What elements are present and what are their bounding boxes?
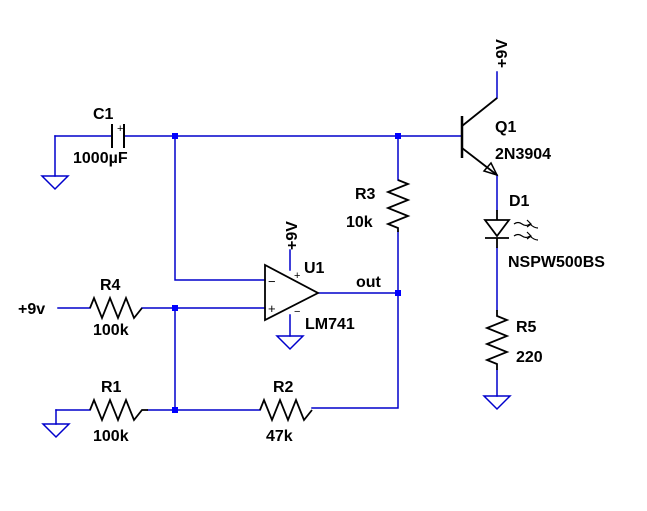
u1-ref-label: U1 [304, 260, 325, 277]
ground-icon [275, 335, 305, 351]
capacitor-c1: C1 + 1000µF [73, 106, 128, 167]
ground-icon [40, 175, 70, 191]
q1-collector-leg [461, 97, 498, 127]
d1-value-label: NSPW500BS [508, 254, 605, 271]
resistor-r5: R5 220 [484, 310, 543, 370]
opamp-u1: − + + − U1 LM741 +9V [264, 221, 355, 333]
resistor-r2: R2 47k [259, 379, 313, 445]
r5-zigzag [484, 310, 510, 370]
ground-c1 [40, 175, 70, 191]
q1-supply-label: +9V [494, 39, 511, 68]
c1-ref-label: C1 [93, 106, 114, 123]
r2-value-label: 47k [266, 428, 293, 445]
d1-ref-label: D1 [509, 193, 530, 210]
r3-value-label: 10k [346, 214, 373, 231]
u1-supply-label: +9V [284, 221, 301, 250]
q1-emitter-arrow [482, 161, 499, 177]
r2-ref-label: R2 [273, 379, 294, 396]
d1-triangle [483, 219, 511, 238]
led-d1: D1 NSPW500BS [483, 193, 605, 271]
opamp-noninverting-sign: + [268, 301, 276, 316]
transistor-q1: Q1 2N3904 +9V [460, 39, 551, 177]
junction-output [395, 290, 401, 296]
r4-zigzag [89, 295, 143, 321]
r1-ref-label: R1 [101, 379, 122, 396]
junction-rail-r3 [395, 133, 401, 139]
wire-rail-to-inverting [174, 135, 266, 281]
r3-zigzag [385, 179, 411, 232]
r2-zigzag [259, 397, 313, 423]
ground-r5 [482, 395, 512, 411]
q1-ref-label: Q1 [495, 119, 516, 136]
r1-zigzag [89, 397, 148, 423]
q1-value-label: 2N3904 [495, 146, 551, 163]
c1-polarity-label: + [117, 123, 123, 135]
opamp-triangle [264, 263, 320, 322]
light-emission-icon [513, 219, 539, 241]
ground-r1 [41, 423, 71, 439]
ground-icon [482, 395, 512, 411]
r3-ref-label: R3 [355, 186, 376, 203]
ground-opamp [275, 335, 305, 351]
r4-ref-label: R4 [100, 277, 121, 294]
ground-icon [41, 423, 71, 439]
r4-value-label: 100k [93, 322, 129, 339]
c1-value-label: 1000µF [73, 150, 128, 167]
r5-ref-label: R5 [516, 319, 537, 336]
input-9v-label: +9v [18, 301, 45, 318]
junctions [172, 133, 401, 413]
r1-value-label: 100k [93, 428, 129, 445]
opamp-vplus-sign: + [294, 270, 300, 282]
junction-r1-r2 [172, 407, 178, 413]
resistor-r4: R4 100k [89, 277, 143, 339]
junction-noninv [172, 305, 178, 311]
r5-value-label: 220 [516, 349, 543, 366]
resistor-r1: R1 100k [89, 379, 148, 445]
junction-rail-left [172, 133, 178, 139]
resistor-r3: R3 10k [346, 179, 411, 232]
out-net-label: out [356, 274, 382, 291]
q1-emitter-leg [461, 147, 498, 176]
u1-value-label: LM741 [305, 316, 355, 333]
opamp-inverting-sign: − [268, 274, 276, 289]
opamp-vminus-sign: − [294, 306, 300, 318]
